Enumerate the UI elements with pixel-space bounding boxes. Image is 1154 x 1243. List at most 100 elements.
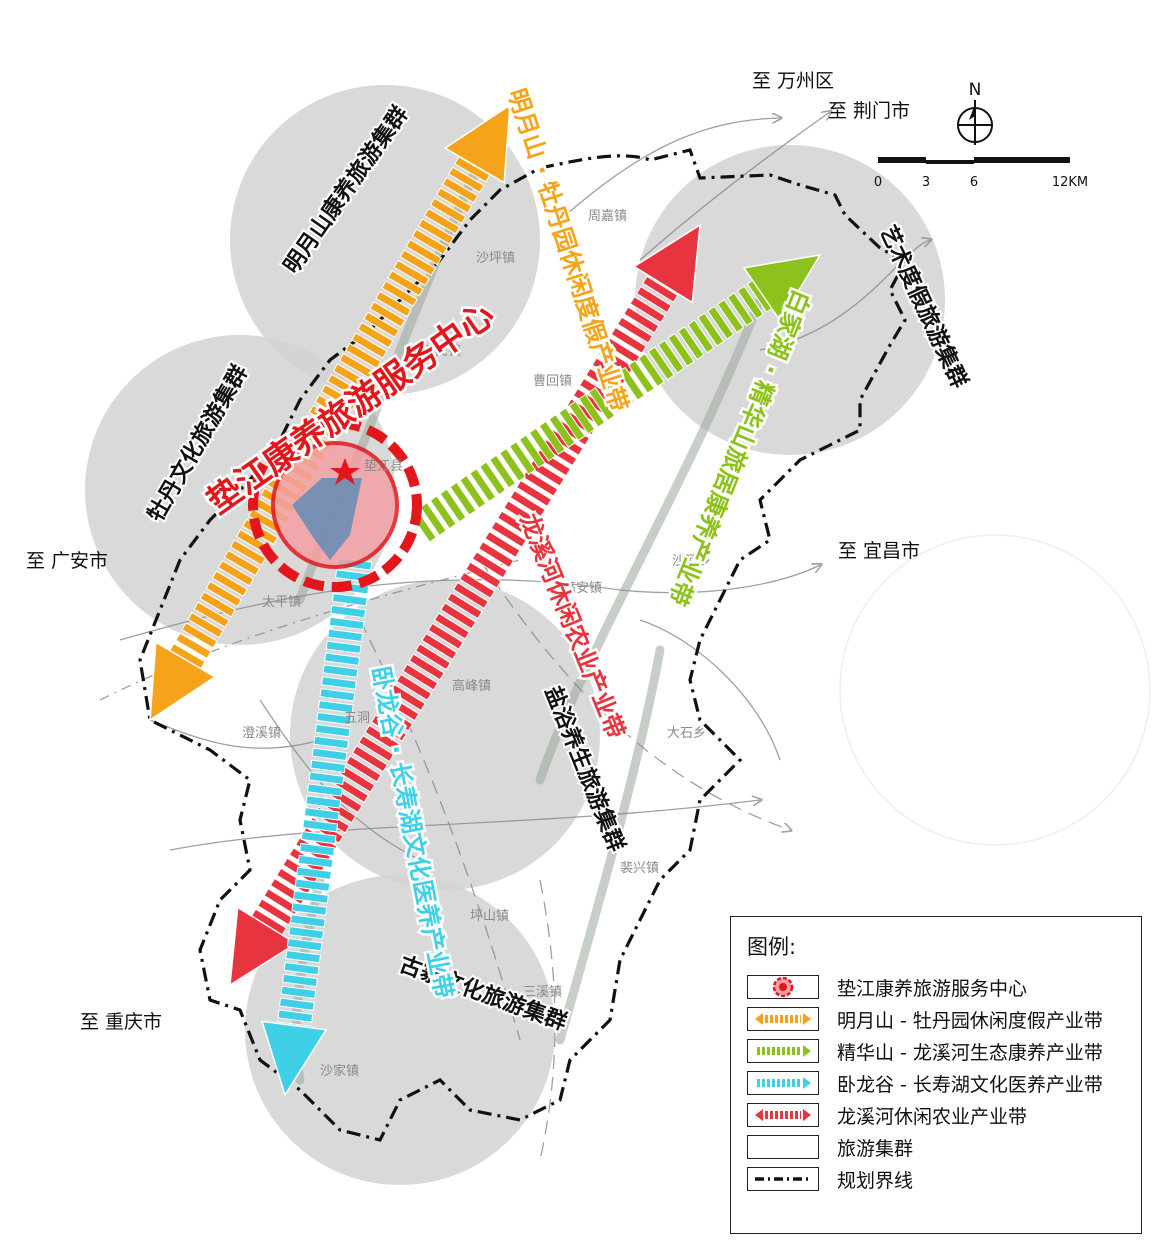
- faint-circle-east: [839, 534, 1151, 846]
- cluster-circle-salt: [290, 580, 600, 890]
- legend-label-cyan: 卧龙谷 - 长寿湖文化医养产业带: [837, 1073, 1103, 1096]
- green-belt-icon: [757, 1045, 811, 1057]
- legend-item-boundary: 规划界线: [747, 1163, 1125, 1195]
- belt-stripe: [548, 414, 576, 449]
- belt-stripe: [320, 384, 358, 411]
- belt-stripe: [429, 495, 457, 530]
- legend-item-cluster: 旅游集群: [747, 1131, 1125, 1163]
- belt-stripe: [300, 830, 337, 845]
- belt-stripe: [389, 683, 426, 712]
- belt-stripe: [316, 711, 353, 726]
- belt-stripe: [181, 622, 218, 649]
- scale-tick-6: 6: [970, 175, 978, 190]
- legend-swatch-cluster: [747, 1135, 819, 1159]
- belt-stripe: [469, 468, 497, 503]
- belt-stripe: [452, 581, 489, 610]
- belt-stripe: [578, 393, 606, 428]
- belt-arrowhead-end: [632, 223, 701, 304]
- belt-stripe: [421, 632, 458, 661]
- belt-stripe: [707, 305, 735, 340]
- legend-item-orange: 明月山 - 牡丹园休闲度假产业带: [747, 1003, 1125, 1035]
- belt-stripe: [306, 783, 343, 797]
- destination-yichang: 至 宜昌市: [838, 540, 920, 562]
- belt-stripe: [311, 747, 348, 762]
- belt-stripe: [667, 332, 695, 367]
- legend-label-cluster: 旅游集群: [837, 1137, 914, 1160]
- belt-stripe: [402, 663, 439, 691]
- belt-arrowhead-end: [742, 253, 822, 323]
- belt-stripe: [363, 311, 400, 338]
- belt-stripe: [205, 580, 242, 608]
- town-dashi: 大石乡: [667, 726, 706, 741]
- belt-stripe: [558, 407, 586, 442]
- belt-stripe: [187, 611, 224, 639]
- belt-cyan: [260, 557, 373, 1097]
- legend-label-center: 垫江康养旅游服务中心: [837, 977, 1028, 1000]
- belt-stripe: [277, 1009, 314, 1023]
- belt-stripe: [610, 326, 647, 354]
- town-zhuxi: 澄溪镇: [242, 726, 281, 741]
- service-center-symbol: [248, 418, 422, 592]
- compass-rose: N: [957, 80, 993, 145]
- belt-stripe: [283, 961, 320, 976]
- belt-stripe: [657, 339, 685, 374]
- north-arrow-icon: [969, 104, 975, 120]
- belt-stripe: [440, 602, 477, 630]
- belt-stripe: [417, 218, 455, 245]
- map-legend: 图例: 垫江康养旅游服务中心 明月山 - 牡丹园休闲度假产业带 精华山 - 龙溪…: [730, 916, 1142, 1234]
- belt-stripe: [325, 640, 362, 654]
- legend-swatch-green: [747, 1039, 819, 1063]
- belt-stripe: [459, 571, 496, 599]
- destination-chongqing: 至 重庆市: [80, 1011, 162, 1033]
- belt-stripe: [217, 560, 255, 587]
- belt-stripe: [288, 926, 325, 940]
- belt-stripe: [193, 601, 230, 628]
- legend-swatch-boundary: [747, 1167, 819, 1191]
- legend-label-red: 龙溪河休闲农业产业带: [837, 1105, 1028, 1128]
- town-peixing: 裴兴镇: [620, 861, 659, 876]
- belt-stripe: [351, 745, 389, 773]
- legend-label-boundary: 规划界线: [837, 1169, 914, 1192]
- town-sanxi: 三溪镇: [523, 985, 562, 1000]
- belt-stripe: [629, 296, 666, 324]
- belt-stripe: [490, 520, 527, 548]
- belt-stripe: [427, 622, 464, 650]
- belt-stripe: [449, 481, 477, 516]
- belt-stripe: [310, 759, 346, 773]
- belt-stripe: [459, 474, 487, 509]
- belt-stripe: [479, 461, 507, 496]
- belt-stripe: [294, 878, 331, 892]
- red-belt-icon: [755, 1109, 811, 1121]
- belt-stripe: [736, 285, 764, 320]
- belt-stripe: [623, 306, 660, 334]
- belt-stripe: [229, 539, 267, 566]
- belt-stripe: [399, 249, 436, 276]
- belt-stripe: [419, 501, 447, 536]
- belt-stripe: [423, 207, 461, 235]
- belt-stripe: [433, 612, 471, 640]
- belt-stripe: [327, 628, 364, 643]
- belt-stripe: [429, 197, 467, 225]
- belt-stripe: [317, 700, 354, 714]
- belt-stripe: [508, 441, 537, 476]
- belt-stripe: [351, 332, 388, 359]
- belt-stripe: [726, 292, 755, 327]
- legend-title: 图例:: [747, 935, 797, 959]
- legend-label-green: 精华山 - 龙溪河生态康养产业带: [837, 1041, 1103, 1064]
- compass-north-label: N: [969, 80, 982, 100]
- destination-wanzhou: 至 万州区: [752, 70, 834, 92]
- belt-stripe: [627, 359, 655, 394]
- town-zhoujia: 周嘉镇: [588, 209, 627, 224]
- scale-tick-0: 0: [874, 175, 882, 190]
- legend-swatch-cyan: [747, 1071, 819, 1095]
- cluster-circle-guzhai: [245, 875, 555, 1185]
- belt-stripe: [292, 890, 329, 904]
- town-taiping: 太平镇: [262, 595, 301, 610]
- belt-stripe: [538, 420, 566, 455]
- belt-stripe: [324, 652, 360, 666]
- scale-tick-12km: 12KM: [1052, 175, 1088, 190]
- belt-stripe: [635, 285, 673, 314]
- belt-stripe: [616, 316, 654, 344]
- belt-stripe: [278, 997, 315, 1011]
